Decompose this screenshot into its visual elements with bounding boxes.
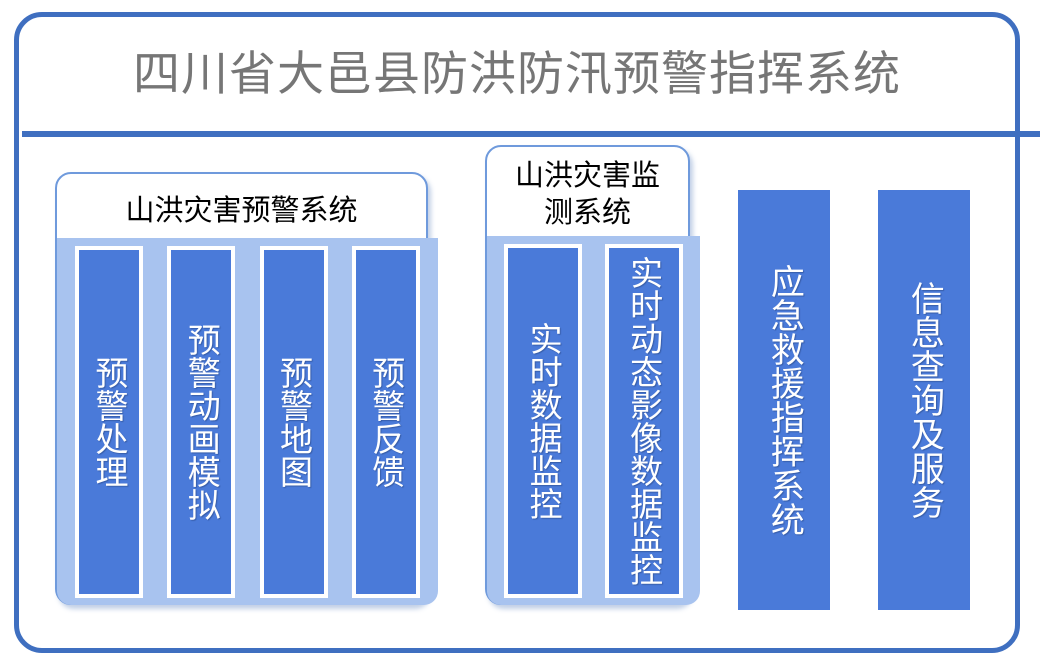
module-card-realtime-dynamic-imagery-data-monitoring[interactable]: 实时动态影像数据监控 [604, 243, 683, 598]
module-label: 预警反馈 [366, 355, 406, 488]
module-card-emergency-rescue-command-system[interactable]: 应急救援指挥系统 [738, 190, 830, 610]
group-body-monitor-system: 实时数据监控 实时动态影像数据监控 [487, 236, 700, 605]
module-label: 实时数据监控 [524, 321, 564, 520]
module-label: 预警动画模拟 [182, 322, 222, 521]
module-label: 预警处理 [89, 355, 129, 488]
module-card-warning-feedback[interactable]: 预警反馈 [351, 245, 420, 598]
module-label: 信息查询及服务 [904, 281, 945, 519]
module-card-warning-map[interactable]: 预警地图 [259, 245, 328, 598]
group-panel-monitor-system[interactable]: 山洪灾害监测系统 实时数据监控 实时动态影像数据监控 [485, 145, 700, 605]
column-slot: 预警反馈 [340, 238, 432, 605]
group-body-warning-system: 预警处理 预警动画模拟 预警地图 预警反馈 [57, 238, 438, 605]
module-label: 预警地图 [274, 355, 314, 488]
group-panel-warning-system[interactable]: 山洪灾害预警系统 预警处理 预警动画模拟 预警地图 预警反馈 [55, 172, 438, 605]
module-card-warning-animation-simulation[interactable]: 预警动画模拟 [167, 245, 236, 598]
module-label: 实时动态影像数据监控 [624, 255, 664, 586]
column-slot: 实时数据监控 [493, 236, 594, 605]
module-card-warning-processing[interactable]: 预警处理 [75, 245, 144, 598]
column-slot: 实时动态影像数据监控 [594, 236, 695, 605]
column-slot: 预警处理 [63, 238, 155, 605]
group-header-monitor-system: 山洪灾害监测系统 [514, 158, 660, 230]
column-slot: 预警动画模拟 [155, 238, 247, 605]
module-label: 应急救援指挥系统 [764, 264, 805, 536]
module-card-realtime-data-monitoring[interactable]: 实时数据监控 [504, 243, 583, 598]
module-card-information-query-and-service[interactable]: 信息查询及服务 [878, 190, 970, 610]
column-slot: 预警地图 [248, 238, 340, 605]
title-divider [22, 131, 1040, 137]
group-header-warning-system: 山洪灾害预警系统 [125, 193, 358, 227]
